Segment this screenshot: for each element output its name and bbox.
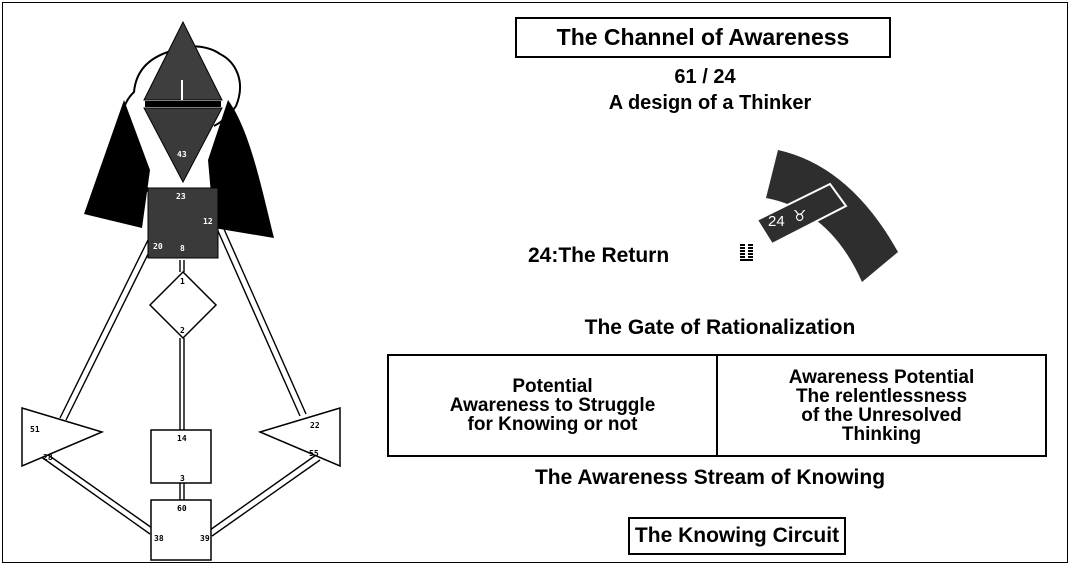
taurus-icon: ♉: [793, 207, 806, 225]
channel-gates: 61 / 24: [674, 66, 736, 88]
left-line: for Knowing or not: [467, 414, 638, 435]
gate-number-43: 43: [177, 150, 187, 159]
right-line: of the Unresolved: [801, 404, 962, 426]
gate-number-23: 23: [176, 192, 186, 201]
gate-number-55: 55: [309, 449, 319, 458]
gate-number-20: 20: [153, 242, 163, 251]
spleen-center: [21, 406, 105, 468]
gate-number-8: 8: [180, 244, 185, 253]
face-profile: [124, 139, 151, 191]
gate-theme: The Gate of Rationalization: [584, 316, 856, 339]
gate-number-60: 60: [177, 504, 187, 513]
table-cell-left: Potential Awareness to Struggle for Know…: [389, 356, 718, 455]
badge-number: 24: [768, 213, 785, 230]
right-line: Thinking: [841, 423, 922, 445]
table-cell-right: Awareness Potential The relentlessness o…: [718, 356, 1045, 455]
ajna-center: [143, 107, 223, 184]
channel-title: The Channel of Awareness: [515, 17, 891, 58]
gate-name: 24:The Return: [528, 244, 670, 267]
stream-label: The Awareness Stream of Knowing: [534, 466, 886, 489]
hair-left: [84, 100, 150, 228]
channel-subtitle: A design of a Thinker: [608, 92, 812, 114]
gate-number-22: 22: [310, 421, 320, 430]
hexagram-icon: [740, 244, 753, 261]
gate-number-38: 38: [154, 534, 164, 543]
right-line: The relentlessness: [795, 385, 968, 407]
right-line: Awareness Potential: [788, 366, 975, 388]
gate-number-51: 51: [30, 425, 40, 434]
throat-center: [147, 187, 219, 259]
g-center: [148, 270, 218, 340]
gate-24-badge: 24 ♉: [755, 150, 898, 282]
gate-number-12: 12: [203, 217, 213, 226]
left-line: Awareness to Struggle: [449, 395, 656, 416]
gate-number-14: 14: [177, 434, 187, 443]
gate-number-3: 3: [180, 474, 185, 483]
sacral-center: [150, 429, 212, 484]
gate-number-28: 28: [43, 453, 53, 462]
solar-plexus-center: [257, 406, 341, 468]
left-line: Potential: [512, 376, 593, 397]
gate-number-1: 1: [180, 277, 185, 286]
hair-right: [208, 100, 274, 238]
awareness-table: Potential Awareness to Struggle for Know…: [387, 354, 1047, 457]
root-center: [150, 499, 212, 561]
circuit-label: The Knowing Circuit: [628, 517, 846, 555]
gate-number-2: 2: [180, 326, 185, 335]
channels: [39, 219, 321, 537]
gate-number-39: 39: [200, 534, 210, 543]
